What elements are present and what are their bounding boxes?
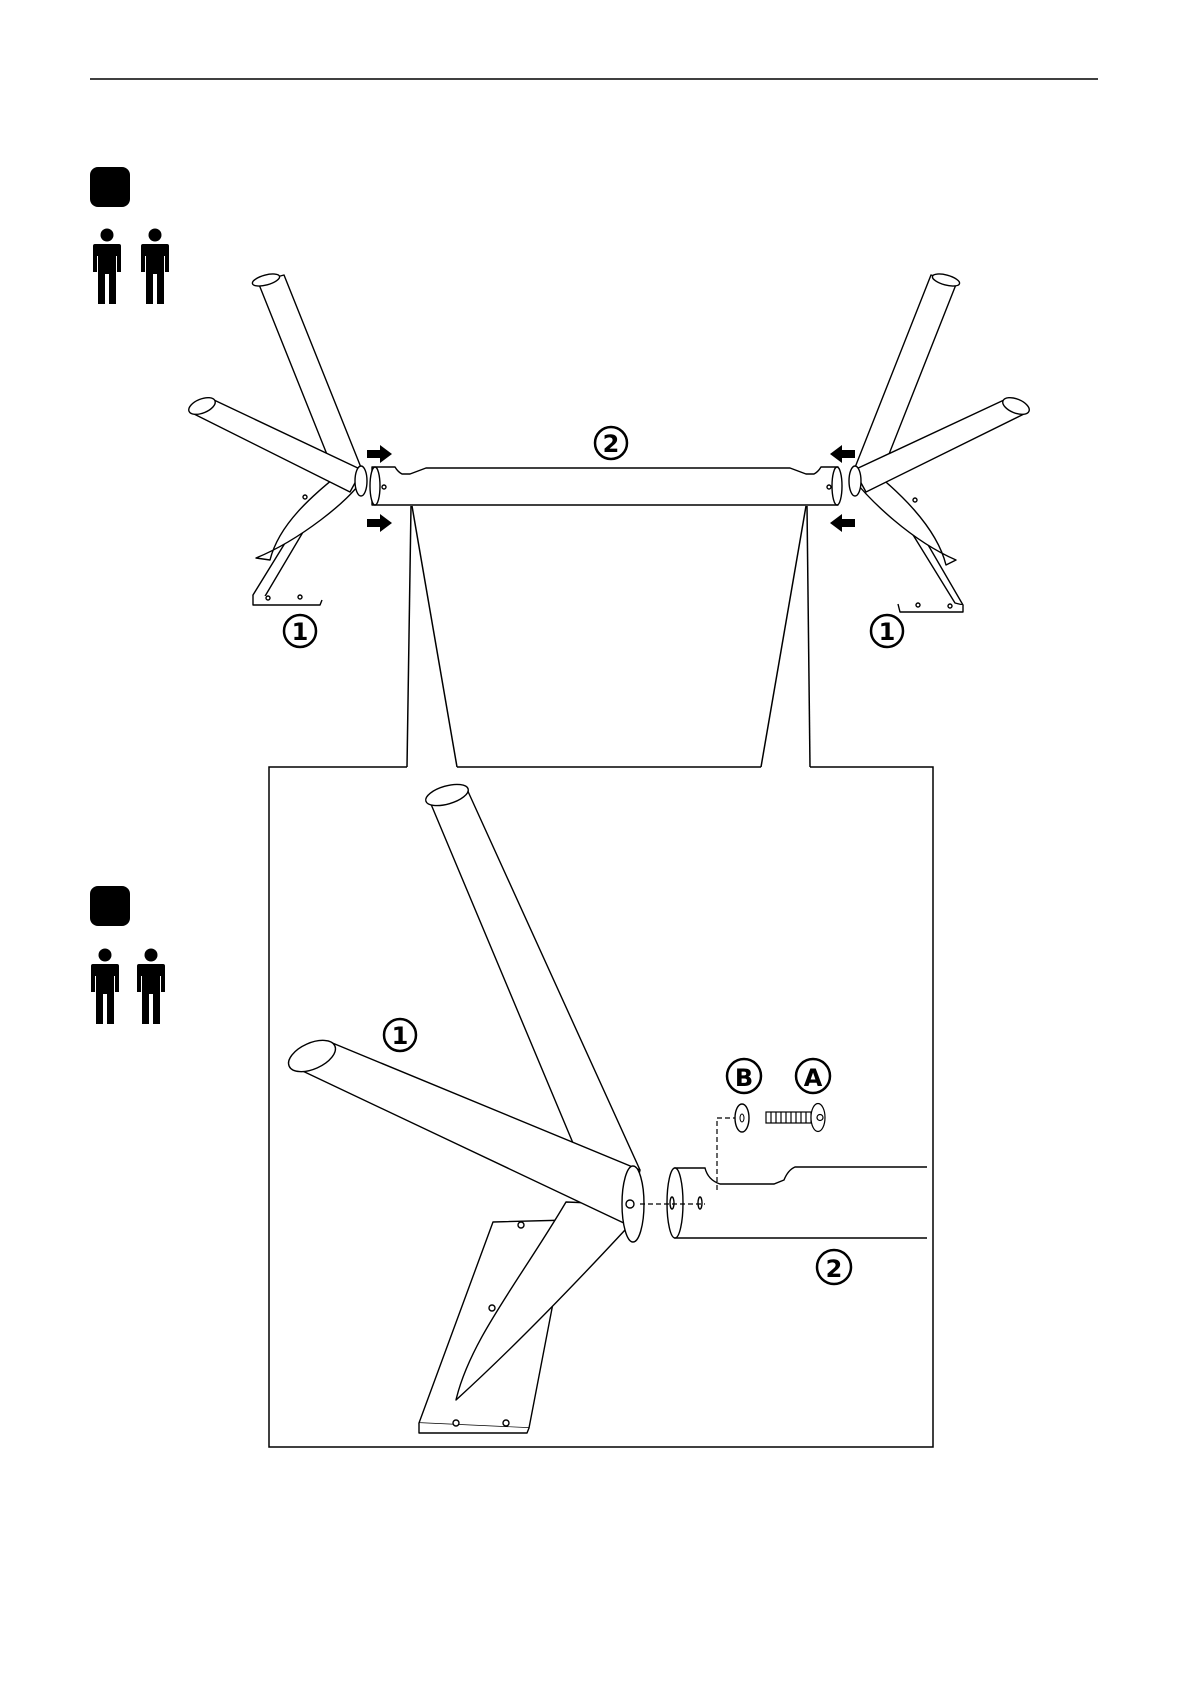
svg-text:2: 2 [826, 1255, 843, 1283]
detail-beam [667, 1167, 927, 1238]
leg-left [186, 272, 367, 605]
step-badge [90, 886, 130, 926]
washer-icon [735, 1104, 749, 1132]
callout-washer: B [727, 1059, 761, 1093]
beam [370, 467, 842, 505]
two-person-icon [93, 229, 169, 305]
svg-text:1: 1 [292, 618, 309, 646]
svg-text:B: B [735, 1064, 753, 1092]
detail-leg [284, 780, 644, 1433]
callout-leg-right: 1 [871, 615, 903, 647]
step-badge [90, 167, 130, 207]
callout-beam: 2 [595, 427, 627, 459]
svg-text:A: A [804, 1064, 823, 1092]
callout-leg-left: 1 [284, 615, 316, 647]
zoom-connector [407, 506, 810, 767]
arrow-right-icon [367, 514, 392, 532]
svg-text:1: 1 [392, 1022, 409, 1050]
two-person-icon [91, 949, 165, 1025]
callout-screw: A [796, 1059, 830, 1093]
callout-beam-detail: 2 [817, 1250, 851, 1284]
arrow-left-icon [830, 514, 855, 532]
svg-text:1: 1 [879, 618, 896, 646]
svg-text:2: 2 [603, 430, 620, 458]
leg-right [849, 272, 1032, 612]
screw-icon [766, 1104, 825, 1132]
arrow-right-icon [367, 445, 392, 463]
callout-leg-detail: 1 [384, 1019, 416, 1051]
arrow-left-icon [830, 445, 855, 463]
